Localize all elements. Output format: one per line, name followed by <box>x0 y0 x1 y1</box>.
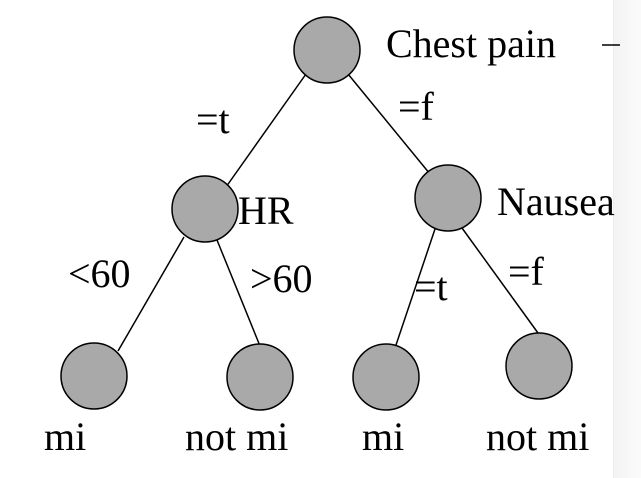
leaf-label-1: mi <box>44 414 86 459</box>
page-edge-strip <box>613 0 641 478</box>
edge-hr-to-leaf-2 <box>216 239 261 347</box>
root-node-label: Chest pain <box>386 21 556 66</box>
leaf-node-1 <box>60 342 128 410</box>
edge-label-nausea-left: =t <box>414 264 448 309</box>
edge-nausea-to-leaf-4 <box>461 227 539 334</box>
leaf-label-2: not mi <box>185 414 288 459</box>
edge-label-hr-right: >60 <box>250 256 313 301</box>
nausea-node <box>414 164 482 232</box>
edge-label-nausea-right: =f <box>508 249 545 294</box>
leaf-node-4 <box>505 332 573 400</box>
leaf-node-3 <box>352 343 420 411</box>
edge-label-root-right: =f <box>398 84 435 129</box>
hr-node-label: HR <box>238 188 294 233</box>
edge-root-to-hr <box>225 73 307 188</box>
edge-label-hr-left: <60 <box>68 251 131 296</box>
root-node <box>293 16 361 84</box>
edge-root-to-nausea <box>347 73 431 175</box>
edge-hr-to-leaf-1 <box>117 236 185 352</box>
edge-label-root-left: =t <box>196 97 230 142</box>
leaf-label-4: not mi <box>486 414 589 459</box>
nausea-node-label: Nausea <box>497 179 615 224</box>
leaf-node-2 <box>226 343 294 411</box>
hr-node <box>171 175 239 243</box>
edge-nausea-to-leaf-3 <box>395 228 436 346</box>
leaf-label-3: mi <box>362 414 404 459</box>
